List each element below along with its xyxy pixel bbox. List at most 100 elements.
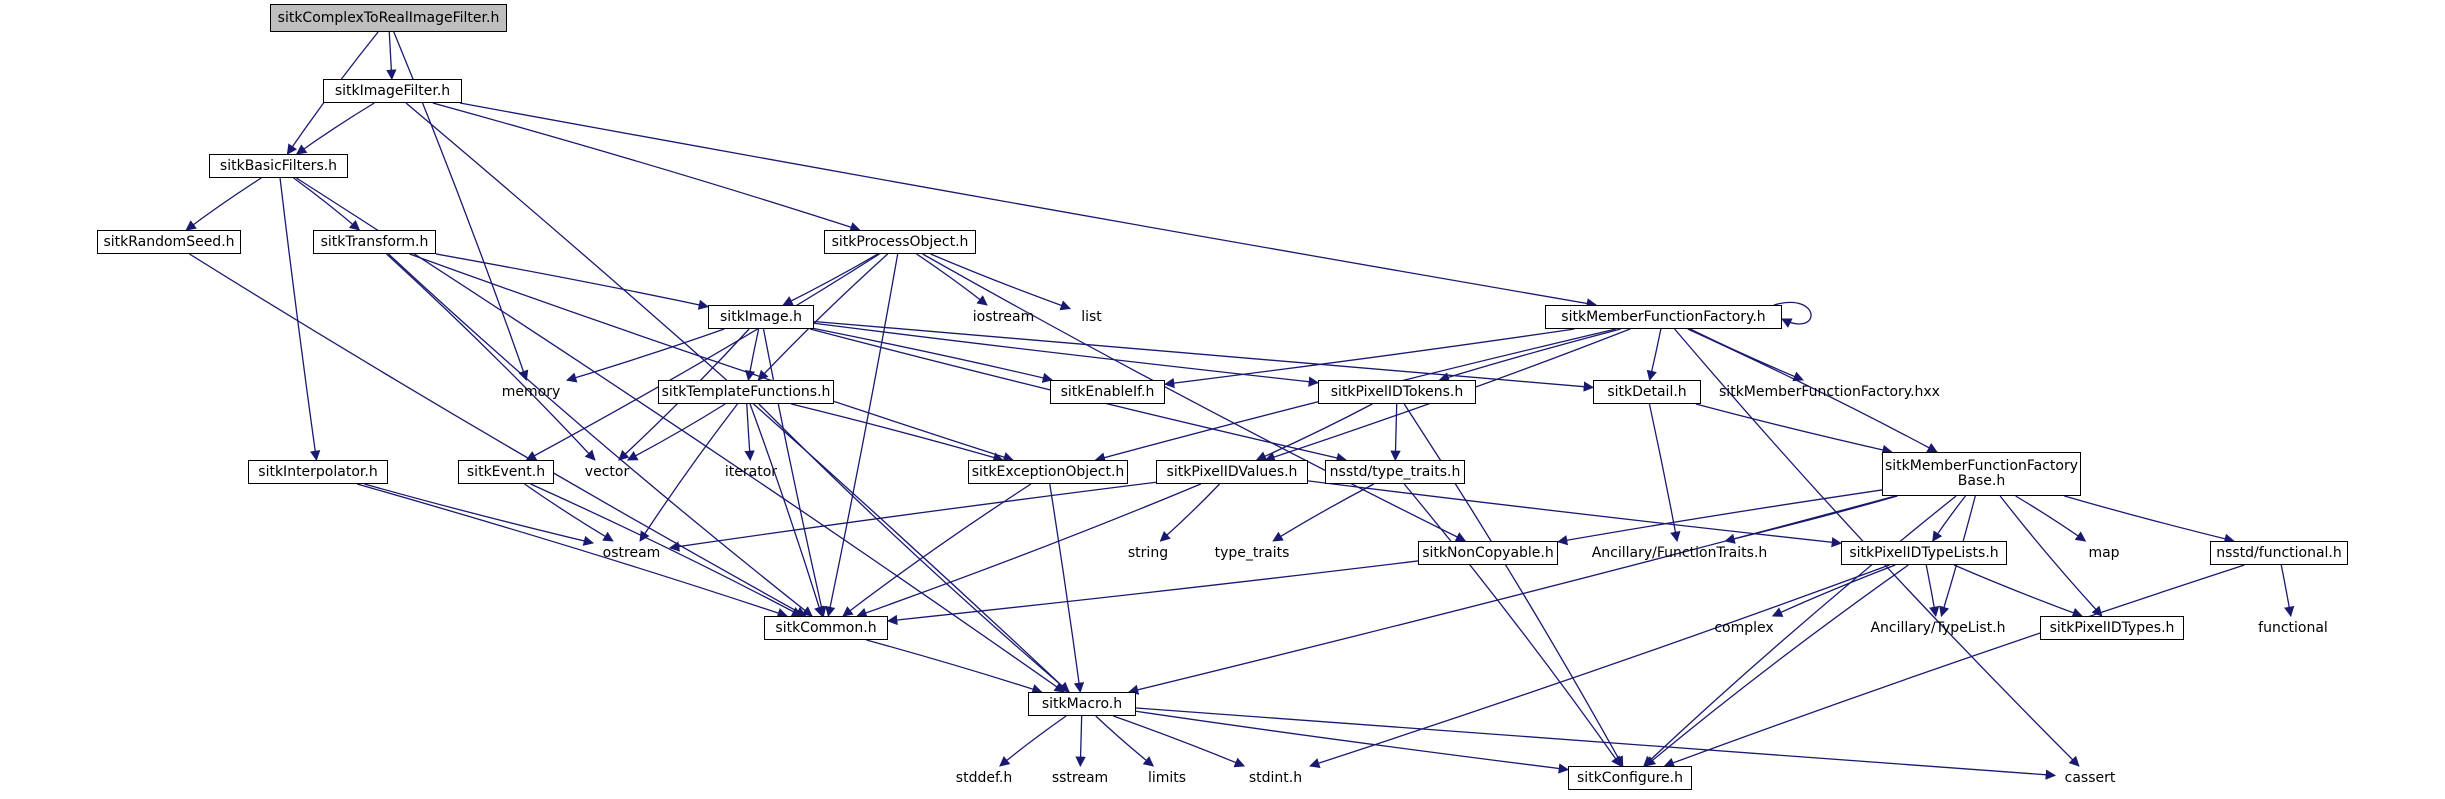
node-label: sitkMacro.h [1041,695,1123,712]
edge-processobject-to-noncopyable [922,253,1467,542]
node-pixelidtypelists[interactable]: sitkPixelIDTypeLists.h [1841,541,2007,565]
node-label: sitkTemplateFunctions.h [661,383,831,400]
edge-transform-to-image [435,253,710,310]
node-templatefunctions[interactable]: sitkTemplateFunctions.h [658,380,834,404]
edge-memberfactory-to-memberfactorybase [1687,328,1938,453]
edge-randomseed-to-common [189,253,807,617]
node-label: sitkEvent.h [466,463,546,480]
node-event[interactable]: sitkEvent.h [458,460,554,484]
edge-memberfactory-to-memberfactoryhxx [1689,328,1804,382]
edge-memberfactorybase-to-macro [1127,495,1896,695]
node-stdint: stdint.h [1238,766,1313,790]
node-memberfactory[interactable]: sitkMemberFunctionFactory.h [1545,305,1782,329]
node-label: sitkExceptionObject.h [971,463,1125,480]
node-detail[interactable]: sitkDetail.h [1593,380,1701,404]
node-label: string [1127,544,1169,561]
node-basicfilters[interactable]: sitkBasicFilters.h [209,154,348,178]
node-label: nsstd/functional.h [2216,544,2342,561]
node-configure[interactable]: sitkConfigure.h [1568,766,1692,790]
edge-common-to-macro [866,639,1043,695]
edge-memberfactorybase-to-configure [1643,495,1957,767]
edge-templatefunctions-to-ostream [639,403,738,542]
edge-macro-to-configure [1135,710,1570,774]
node-noncopyable[interactable]: sitkNonCopyable.h [1418,541,1558,565]
node-label: nsstd/type_traits.h [1329,463,1461,480]
edge-processobject-to-event [525,253,880,461]
edge-pixelidvalues-to-string [1159,483,1221,542]
node-exceptionobject[interactable]: sitkExceptionObject.h [968,460,1128,484]
node-macro[interactable]: sitkMacro.h [1028,692,1136,716]
edge-functional-to-functionalstd [2280,564,2295,618]
node-label: type_traits [1214,544,1290,561]
node-vector: vector [578,460,636,484]
edge-templatefunctions-to-iterator [744,403,755,462]
node-complex: complex [1708,616,1780,640]
edge-memberfactorybase-to-pixelidtypelists [1932,495,1967,542]
edge-pixelidtypelists-to-pixelidtypes [1953,564,2083,618]
node-memberfactoryhxx: sitkMemberFunctionFactory.hxx [1713,380,1946,404]
node-randomseed[interactable]: sitkRandomSeed.h [97,230,241,254]
edge-pixelidtypelists-to-typelist [1925,564,1940,618]
node-pixelidtokens[interactable]: sitkPixelIDTokens.h [1318,380,1476,404]
node-image[interactable]: sitkImage.h [708,305,814,329]
node-iterator: iterator [715,460,787,484]
edge-image-to-pixelidtokens [813,322,1320,387]
node-label: sitkEnableIf.h [1060,383,1155,400]
node-root[interactable]: sitkComplexToRealImageFilter.h [270,4,507,32]
edge-macro-to-stddef [999,715,1067,767]
node-typetraits[interactable]: nsstd/type_traits.h [1325,460,1465,484]
edge-interpolator-to-ostream [364,483,595,546]
node-memberfactorybase[interactable]: sitkMemberFunctionFactory Base.h [1882,452,2081,496]
node-label: sitkDetail.h [1607,383,1687,400]
node-pixelidtypes[interactable]: sitkPixelIDTypes.h [2040,616,2184,640]
node-label: sitkComplexToRealImageFilter.h [277,9,500,26]
edge-transform-to-exceptionobject [409,253,1014,463]
node-label: sitkPixelIDTypeLists.h [1849,544,1999,561]
edge-event-to-ostream [524,483,614,542]
node-iostream: iostream [965,305,1042,329]
node-label: cassert [2064,769,2116,786]
node-transform[interactable]: sitkTransform.h [313,230,436,254]
edge-typetraits-to-configure [1403,483,1622,767]
node-common[interactable]: sitkCommon.h [764,616,888,640]
node-label: sitkImage.h [720,308,802,325]
node-label: functional [2258,619,2328,636]
edge-pixelidtokens-to-pixelidvalues [1255,403,1373,461]
node-interpolator[interactable]: sitkInterpolator.h [248,460,388,484]
edge-memberfactory-to-detail [1646,328,1662,382]
edge-memberfactory-to-memberfactory [1773,301,1812,328]
node-pixelidvalues[interactable]: sitkPixelIDValues.h [1156,460,1308,484]
edge-detail-to-functiontraits [1648,403,1681,543]
node-stddef: stddef.h [948,766,1020,790]
edge-noncopyable-to-common [886,560,1419,626]
edge-processobject-to-templatefunctions [757,253,889,381]
node-processobject[interactable]: sitkProcessObject.h [824,230,976,254]
edge-imagefilter-to-processobject [432,102,861,233]
edge-memberfactorybase-to-noncopyable [1556,489,1883,546]
node-sstream: sstream [1044,766,1116,790]
node-imagefilter[interactable]: sitkImageFilter.h [323,79,462,103]
edge-image-to-enableif [813,327,1054,383]
edge-exceptionobject-to-macro [1049,483,1085,694]
node-label: stddef.h [955,769,1013,786]
node-label: sitkMemberFunctionFactory Base.h [1884,458,2079,489]
edge-root-to-memory [393,31,529,381]
edge-basicfilters-to-interpolator [279,177,321,462]
edge-exceptionobject-to-common [842,483,1032,617]
node-label: list [1081,308,1102,325]
node-label: map [2088,544,2120,561]
edge-transform-to-common [388,253,813,617]
node-ostream: ostream [593,541,670,565]
node-label: sitkNonCopyable.h [1422,544,1554,561]
node-memory: memory [495,380,567,404]
edge-pixelidvalues-to-ostream [668,481,1157,552]
node-functional[interactable]: nsstd/functional.h [2210,541,2348,565]
edge-detail-to-memberfactorybase [1695,403,1893,455]
edge-pixelidvalues-to-common [856,483,1202,618]
node-list: list [1070,305,1113,329]
node-label: sitkCommon.h [775,619,877,636]
node-enableif[interactable]: sitkEnableIf.h [1050,380,1165,404]
edge-macro-to-sstream [1075,715,1086,768]
